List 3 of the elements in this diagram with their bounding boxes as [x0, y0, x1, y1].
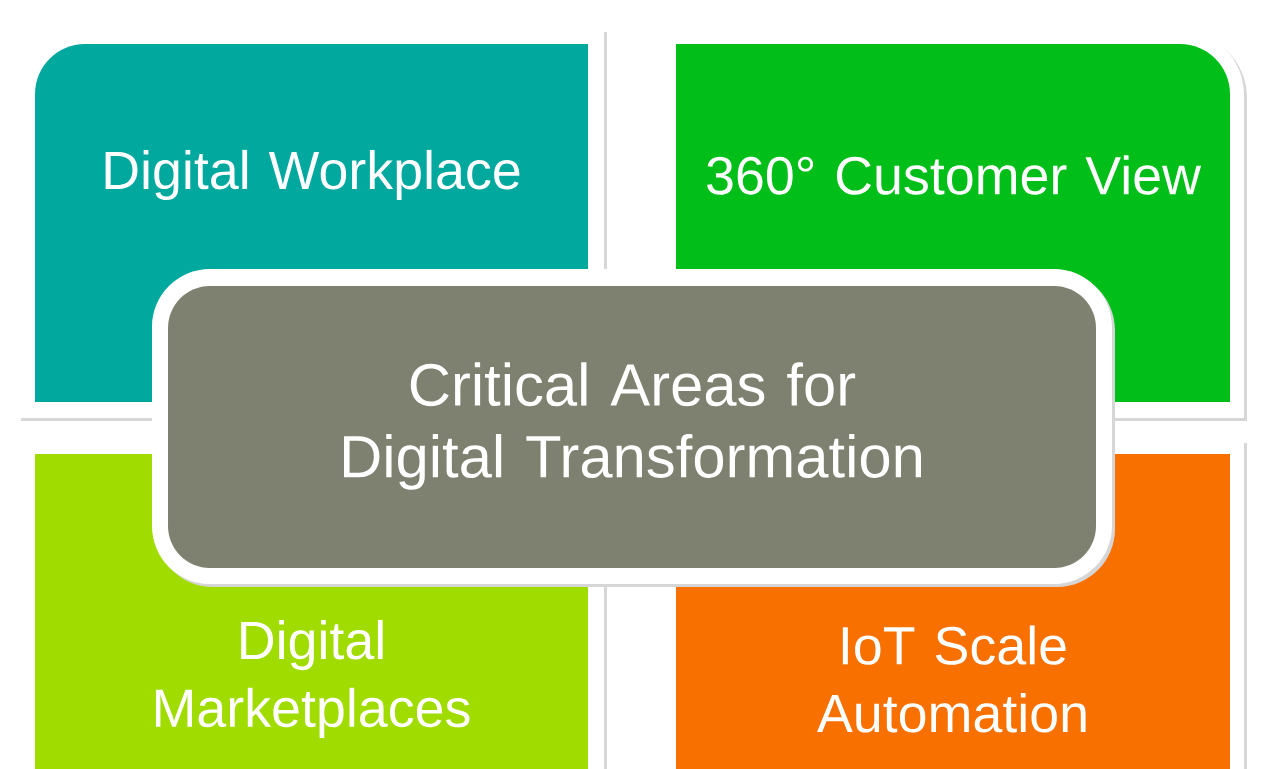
- center-panel: Critical Areas for Digital Transformation: [152, 269, 1115, 587]
- node-label: IoT Scale Automation: [817, 625, 1086, 733]
- node-label: Digital Marketplaces: [155, 620, 470, 738]
